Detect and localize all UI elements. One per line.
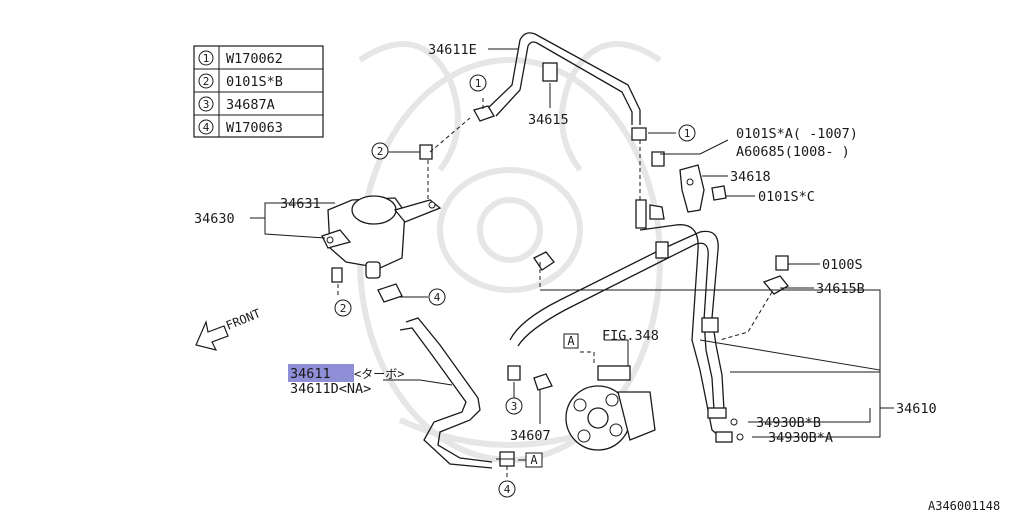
- ref-a-lower[interactable]: A: [530, 453, 538, 467]
- reservoir-cap: [351, 195, 397, 225]
- hose-clamp-34607: [533, 373, 553, 391]
- front-arrow-icon: [195, 320, 229, 351]
- connector-3: [507, 365, 521, 381]
- pressure-lines-34610: [509, 199, 744, 443]
- legend-code-3[interactable]: 34687A: [226, 97, 275, 113]
- front-indicator: FRONT: [195, 306, 263, 351]
- callout-4a[interactable]: 4: [434, 291, 441, 304]
- callouts: 1 1 2 2 3 4 4: [334, 74, 696, 498]
- label-34618[interactable]: 34618: [730, 169, 771, 185]
- label-34930ba[interactable]: 34930B*A: [768, 430, 833, 446]
- legend-circle-1: [198, 50, 214, 66]
- part-labels: 34611E 34615 34630 34631 0101S*A( -1007)…: [194, 42, 1000, 513]
- front-label: FRONT: [224, 306, 263, 333]
- label-34611e[interactable]: 34611E: [428, 42, 477, 58]
- bolt-2-lower: [331, 267, 343, 283]
- suction-hose-34611: [377, 283, 493, 469]
- hose-clamp-4-upper: [377, 283, 403, 303]
- label-34611-turbo-note: <ターボ>: [354, 367, 404, 381]
- label-34615[interactable]: 34615: [528, 112, 569, 128]
- label-34930bb[interactable]: 34930B*B: [756, 415, 821, 431]
- callout-circle-2a: [371, 142, 389, 160]
- callout-circle-2b: [334, 299, 352, 317]
- part-highlight: [288, 364, 354, 382]
- clip-34615: [542, 62, 558, 82]
- union-34930ba: [715, 431, 733, 443]
- reservoir-34630: [321, 195, 442, 279]
- power-steering-pump: [499, 251, 656, 467]
- label-34615b[interactable]: 34615B: [816, 281, 865, 297]
- callout-1a[interactable]: 1: [475, 77, 482, 90]
- label-34631[interactable]: 34631: [280, 196, 321, 212]
- legend-table: 1 2 3 4 W170062 0101S*B 34687A W170063: [193, 45, 324, 138]
- legend-num-1: 1: [203, 52, 210, 65]
- label-0101s-a[interactable]: 0101S*A( -1007): [736, 126, 858, 142]
- legend-code-1[interactable]: W170062: [226, 51, 283, 67]
- legend-circle-3: [198, 96, 214, 112]
- bolt-0100s: [762, 255, 789, 295]
- label-34630[interactable]: 34630: [194, 211, 235, 227]
- pipe-sleeve: [701, 317, 719, 333]
- callout-2b[interactable]: 2: [340, 302, 347, 315]
- callout-circle-1b: [678, 124, 696, 142]
- callout-circle-4b: [498, 480, 516, 498]
- legend-num-4: 4: [203, 121, 210, 134]
- hose-clip: [533, 251, 555, 271]
- legend-code-2[interactable]: 0101S*B: [226, 74, 283, 90]
- label-34611d[interactable]: 34611D<NA>: [290, 381, 371, 397]
- callout-circle-1a: [469, 74, 487, 92]
- callout-2a[interactable]: 2: [377, 145, 384, 158]
- pump-outlet: [597, 365, 631, 381]
- union-34930bb: [707, 407, 727, 419]
- ref-a-upper[interactable]: A: [567, 334, 575, 348]
- bracket-34618: [631, 127, 727, 213]
- label-0100s[interactable]: 0100S: [822, 257, 863, 273]
- label-0101s-c[interactable]: 0101S*C: [758, 189, 815, 205]
- label-fig348[interactable]: FIG.348: [602, 328, 659, 344]
- ref-box-a-lower: A: [525, 452, 543, 468]
- label-34610[interactable]: 34610: [896, 401, 937, 417]
- leader-lines: [250, 48, 894, 480]
- legend-code-4[interactable]: W170063: [226, 120, 283, 136]
- label-a60685[interactable]: A60685(1008- ): [736, 144, 850, 160]
- legend-circle-4: [198, 119, 214, 135]
- legend-num-3: 3: [203, 98, 210, 111]
- legend-num-2: 2: [203, 75, 210, 88]
- callout-circle-4a: [428, 288, 446, 306]
- hose-clamp-1: [473, 105, 495, 122]
- ref-box-a-upper: A: [563, 333, 579, 349]
- callout-4b[interactable]: 4: [504, 483, 511, 496]
- callout-1b[interactable]: 1: [684, 127, 691, 140]
- label-34611[interactable]: 34611: [290, 366, 331, 382]
- pipe-clip: [655, 241, 669, 259]
- label-34607[interactable]: 34607: [510, 428, 551, 444]
- clip-34615b: [762, 275, 789, 295]
- callout-3[interactable]: 3: [511, 400, 518, 413]
- diagram-id: A346001148: [928, 499, 1000, 512]
- callout-circle-3: [505, 397, 523, 415]
- legend-circle-2: [198, 73, 214, 89]
